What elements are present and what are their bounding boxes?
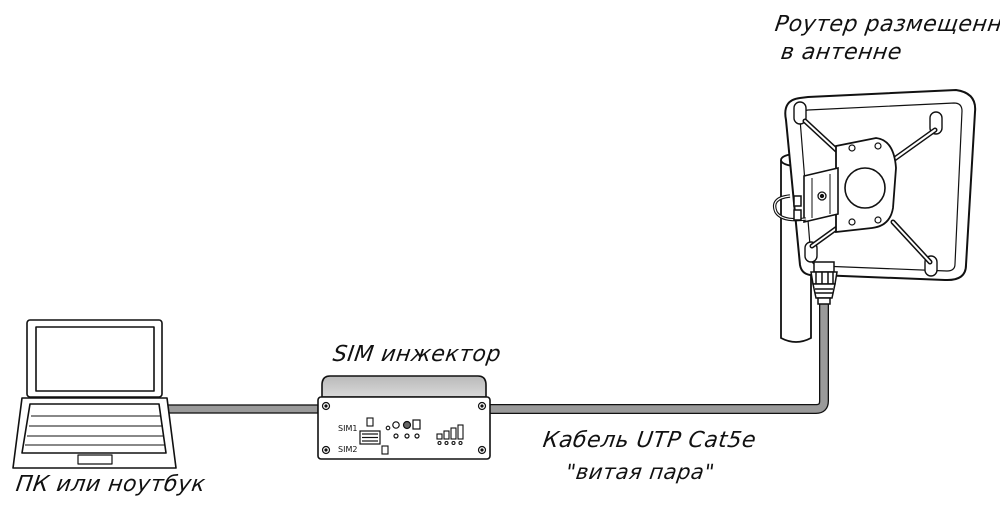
- cable-gland: [810, 261, 838, 305]
- sim2-label: SIM2: [338, 445, 357, 454]
- router-antenna-device: [772, 88, 977, 305]
- cable-laptop-to-injector: [162, 404, 319, 414]
- router-label-line1: Роутер размещенный: [773, 12, 1000, 37]
- sim1-label: SIM1: [338, 424, 357, 433]
- cable-label-line2: "витая пара": [564, 460, 717, 484]
- pc-label: ПК или ноутбук: [14, 472, 208, 497]
- injector-label: SIM инжектор: [331, 342, 503, 367]
- router-label-line2: в антенне: [779, 40, 904, 65]
- cable-injector-to-router: [488, 300, 829, 414]
- cable-label-line1: Кабель UTP Cat5e: [541, 428, 758, 453]
- sim-injector-device: SIM1 SIM2: [317, 375, 491, 460]
- laptop-icon: [12, 319, 177, 469]
